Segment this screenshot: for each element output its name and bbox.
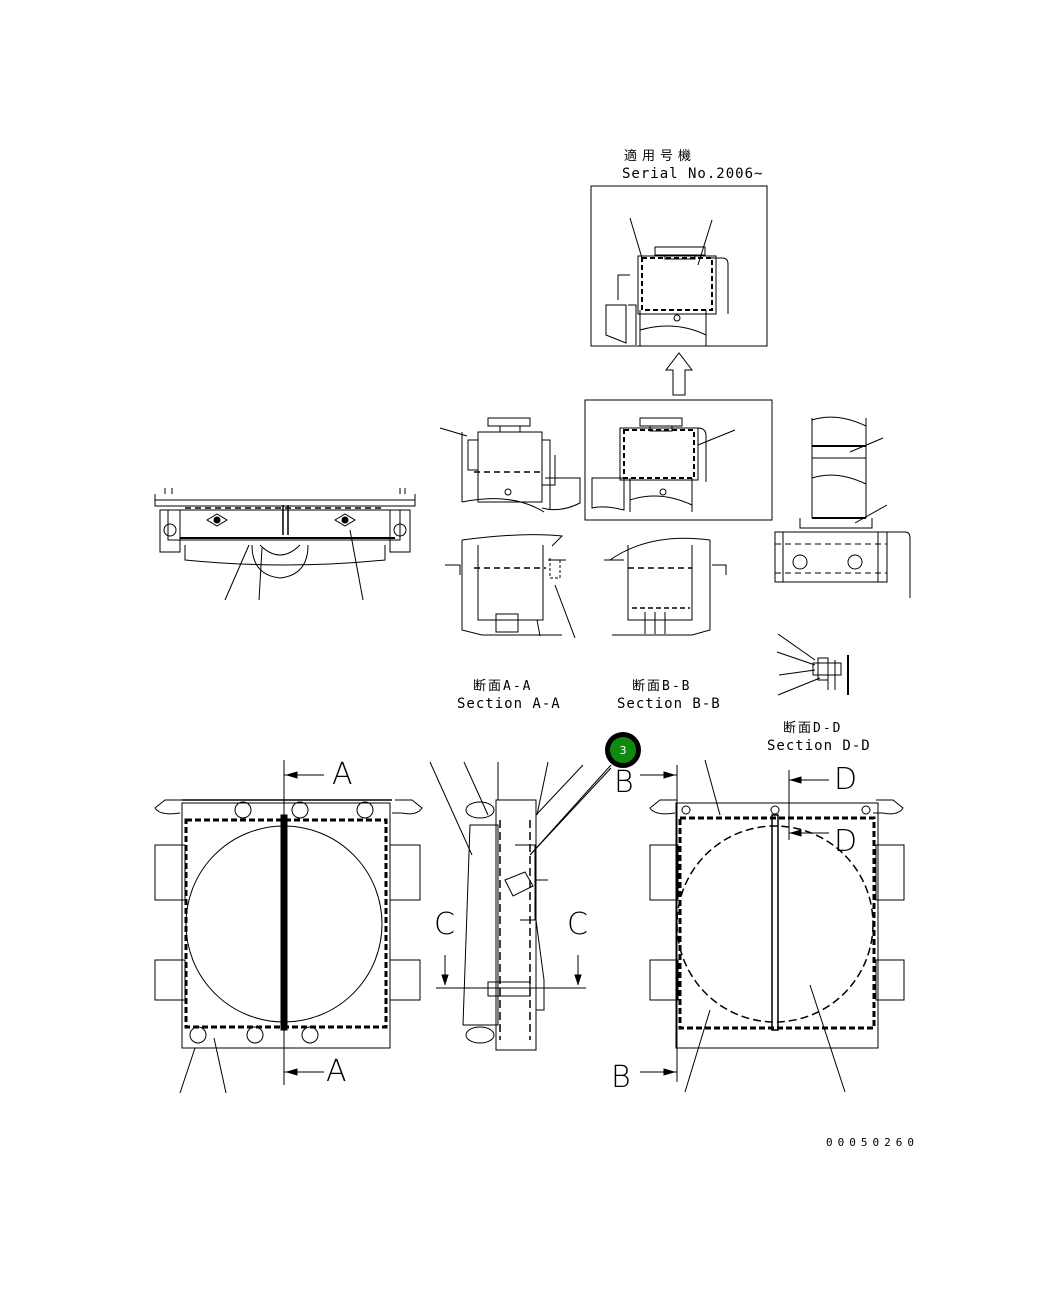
cut-marker-a-bottom: A (326, 1054, 347, 1089)
drawing-number: 00050260 (826, 1136, 919, 1149)
section-a-a-lower-view (445, 534, 576, 639)
section-a-a-title-en: Section A-A (457, 696, 561, 712)
bracket-detail-view (774, 416, 911, 598)
section-d-d-title-en: Section D-D (767, 738, 871, 754)
section-b-b-lower-view (604, 537, 727, 636)
section-d-d-view (776, 633, 849, 696)
section-b-b-title-en: Section B-B (617, 696, 721, 712)
callout-number: 3 (619, 743, 627, 757)
cut-marker-b-bottom: B (611, 1060, 631, 1095)
section-a-a-title-jp: 断面A-A (473, 679, 533, 694)
cut-marker-c-right: C (567, 907, 588, 942)
callout-badge[interactable]: 3 (605, 732, 641, 768)
front-view (154, 760, 423, 1094)
section-b-b-title-jp: 断面B-B (632, 679, 692, 694)
rear-view (640, 759, 905, 1093)
section-d-d-title-jp: 断面D-D (783, 721, 843, 736)
side-view (429, 761, 612, 1051)
cut-marker-d-mid: D (834, 824, 858, 859)
arrow-up-icon (664, 352, 694, 396)
applicable-serial-label-en: Serial No.2006~ (622, 166, 764, 182)
top-view (154, 488, 416, 601)
callout-leader-line (529, 764, 612, 856)
cut-marker-d-top: D (834, 762, 858, 797)
section-b-b-upper-view (584, 399, 773, 521)
cut-marker-c-left: C (434, 907, 455, 942)
applicable-serial-label-jp: 適用号機 (624, 149, 697, 164)
detail-serial-2006-view (590, 185, 768, 347)
cut-marker-b-top: B (614, 765, 634, 800)
cut-marker-a-top: A (332, 757, 353, 792)
section-a-a-upper-view (439, 417, 581, 513)
